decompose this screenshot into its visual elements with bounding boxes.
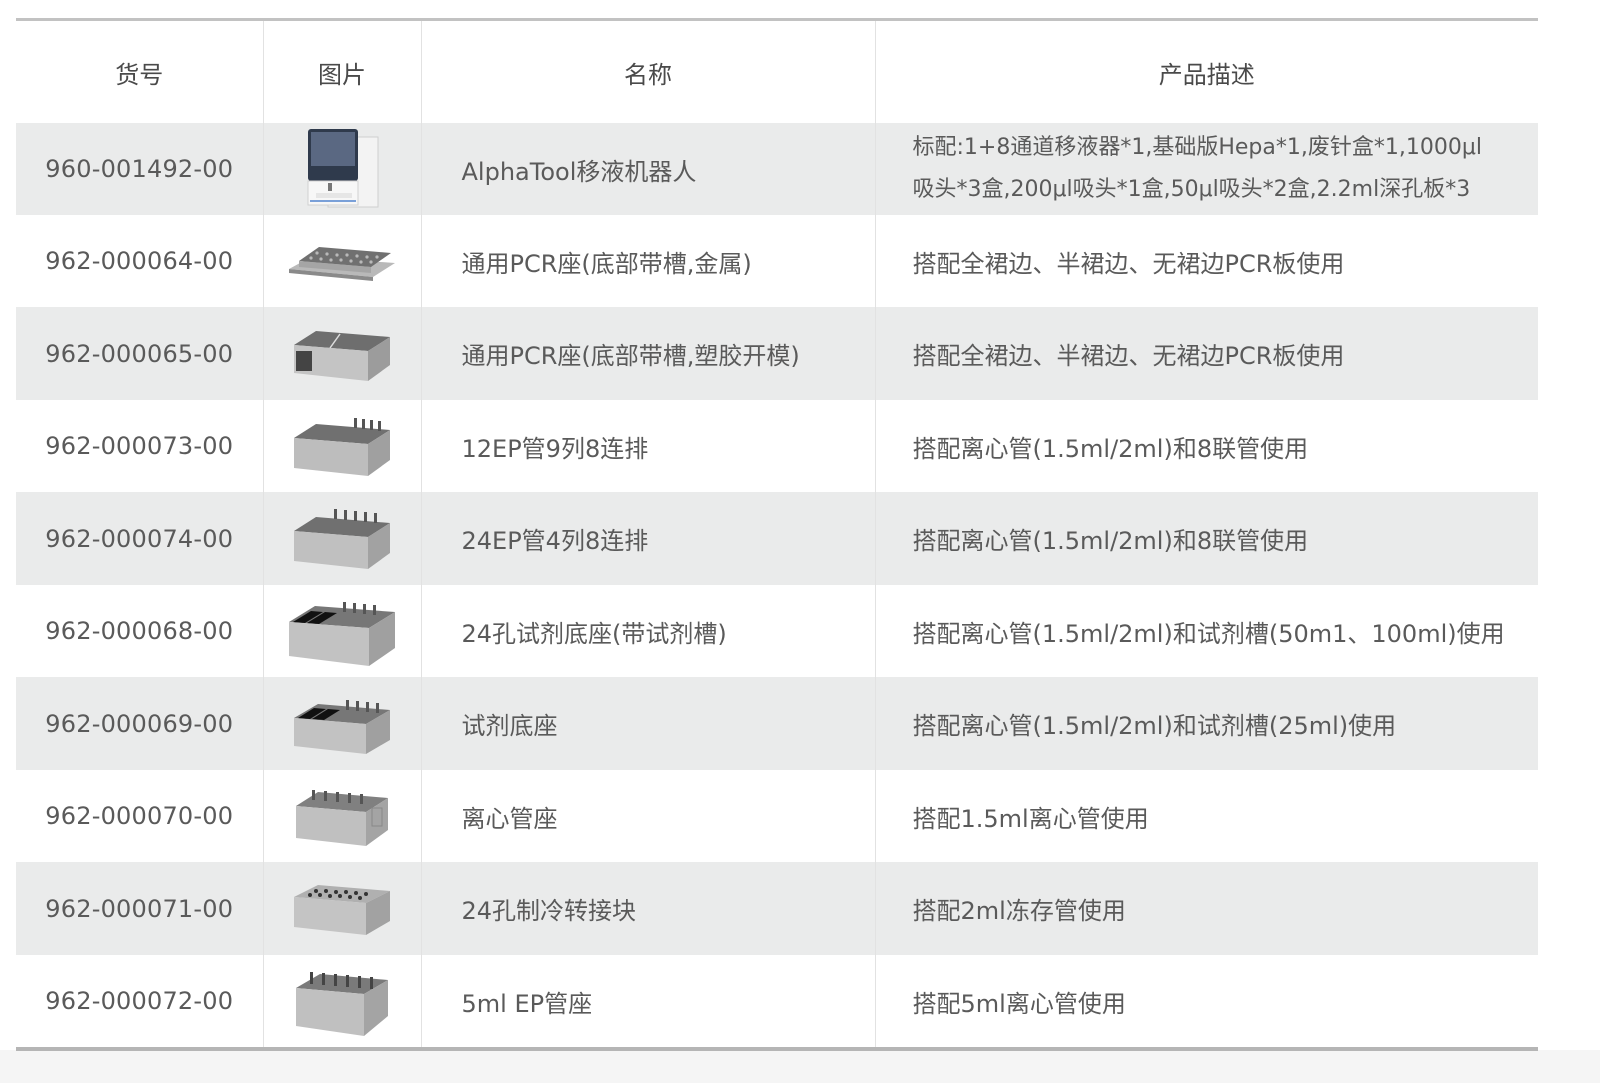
name-cell: 离心管座 <box>420 770 875 862</box>
image-cell <box>262 955 421 1047</box>
table-row: 962-000070-00 离心管座 搭配1.5ml离心管使用 <box>16 770 1538 862</box>
sku-cell: 960-001492-00 <box>16 123 263 215</box>
description-cell: 搭配2ml冻存管使用 <box>874 862 1538 955</box>
reagent-base-image <box>294 699 390 754</box>
table-row: 962-000071-00 24孔制冷转接块 搭配2ml冻存管使用 <box>16 862 1538 955</box>
image-cell <box>262 400 421 492</box>
pcr-block-plastic-image <box>294 330 390 381</box>
name-cell: AlphaTool移液机器人 <box>420 123 875 215</box>
ep-tube-rack-12-image <box>294 418 390 476</box>
sku-cell: 962-000072-00 <box>16 955 263 1047</box>
pcr-block-metal-image <box>289 247 395 281</box>
table-header-row: 货号 图片 名称 产品描述 <box>16 21 1538 123</box>
pipetting-robot-image <box>307 129 379 208</box>
table-bottom-rule <box>16 1047 1538 1051</box>
sku-cell: 962-000070-00 <box>16 770 263 862</box>
page-background-bottom <box>0 1050 1600 1083</box>
table-row: 962-000064-00 通用PCR座(底部带槽,金属) 搭配全裙边、 <box>16 215 1538 307</box>
name-cell: 通用PCR座(底部带槽,金属) <box>420 215 875 307</box>
product-table: 货号 图片 名称 产品描述 960-001492-00 <box>16 21 1538 1047</box>
description-cell: 标配:1+8通道移液器*1,基础版Hepa*1,废针盒*1,1000μl 吸头*… <box>874 123 1538 215</box>
description-cell: 搭配离心管(1.5ml/2ml)和8联管使用 <box>874 400 1538 492</box>
table-row: 962-000072-00 5ml EP管座 搭配5ml离心管使用 <box>16 955 1538 1047</box>
description-cell: 搭配离心管(1.5ml/2ml)和试剂槽(50m1、100ml)使用 <box>874 585 1538 677</box>
image-cell <box>262 123 421 215</box>
sku-cell: 962-000074-00 <box>16 492 263 585</box>
sku-cell: 962-000071-00 <box>16 862 263 955</box>
name-cell: 试剂底座 <box>420 677 875 770</box>
sku-cell: 962-000065-00 <box>16 307 263 400</box>
5ml-ep-tube-rack-image <box>296 972 388 1036</box>
table-row: 962-000073-00 12EP管9列8连排 搭配离心管(1.5ml/2ml… <box>16 400 1538 492</box>
cooling-adapter-block-image <box>294 884 390 935</box>
table-row: 962-000065-00 通用PCR座(底部带槽,塑胶开模) 搭配全裙边、半裙… <box>16 307 1538 400</box>
table-row: 962-000074-00 24EP管4列8连排 搭配离心管(1.5ml/2ml… <box>16 492 1538 585</box>
image-cell <box>262 215 421 307</box>
image-cell <box>262 307 421 400</box>
image-cell <box>262 585 421 677</box>
image-cell <box>262 677 421 770</box>
reagent-base-trough-image <box>289 602 395 666</box>
name-cell: 通用PCR座(底部带槽,塑胶开模) <box>420 307 875 400</box>
table-row: 960-001492-00 AlphaTool移液机器人 标配:1+8通道移液器… <box>16 123 1538 215</box>
table-row: 962-000068-00 24孔试剂底座(带试剂槽) 搭配离心管(1.5ml/… <box>16 585 1538 677</box>
description-cell: 搭配全裙边、半裙边、无裙边PCR板使用 <box>874 215 1538 307</box>
description-cell: 搭配1.5ml离心管使用 <box>874 770 1538 862</box>
name-cell: 24孔制冷转接块 <box>420 862 875 955</box>
ep-tube-rack-24-image <box>294 508 390 569</box>
name-cell: 24孔试剂底座(带试剂槽) <box>420 585 875 677</box>
sku-cell: 962-000073-00 <box>16 400 263 492</box>
description-line-2: 吸头*3盒,200μl吸头*1盒,50μl吸头*2盒,2.2ml深孔板*3 <box>912 177 1471 202</box>
name-cell: 12EP管9列8连排 <box>420 400 875 492</box>
header-sku: 货号 <box>16 21 263 123</box>
description-cell: 搭配离心管(1.5ml/2ml)和8联管使用 <box>874 492 1538 585</box>
description-cell: 搭配全裙边、半裙边、无裙边PCR板使用 <box>874 307 1538 400</box>
product-table-container: 货号 图片 名称 产品描述 960-001492-00 <box>16 18 1538 1051</box>
centrifuge-tube-rack-image <box>296 790 388 846</box>
description-cell: 搭配5ml离心管使用 <box>874 955 1538 1047</box>
sku-cell: 962-000069-00 <box>16 677 263 770</box>
header-description: 产品描述 <box>874 21 1538 123</box>
image-cell <box>262 492 421 585</box>
sku-cell: 962-000068-00 <box>16 585 263 677</box>
table-top-rule <box>16 18 1538 21</box>
sku-cell: 962-000064-00 <box>16 215 263 307</box>
description-line-1: 标配:1+8通道移液器*1,基础版Hepa*1,废针盒*1,1000μl <box>912 135 1482 160</box>
image-cell <box>262 862 421 955</box>
description-cell: 搭配离心管(1.5ml/2ml)和试剂槽(25ml)使用 <box>874 677 1538 770</box>
image-cell <box>262 770 421 862</box>
name-cell: 5ml EP管座 <box>420 955 875 1047</box>
name-cell: 24EP管4列8连排 <box>420 492 875 585</box>
header-name: 名称 <box>420 21 875 123</box>
table-row: 962-000069-00 试剂底座 搭配离心管(1.5ml/2ml)和试剂槽(… <box>16 677 1538 770</box>
header-image: 图片 <box>262 21 421 123</box>
